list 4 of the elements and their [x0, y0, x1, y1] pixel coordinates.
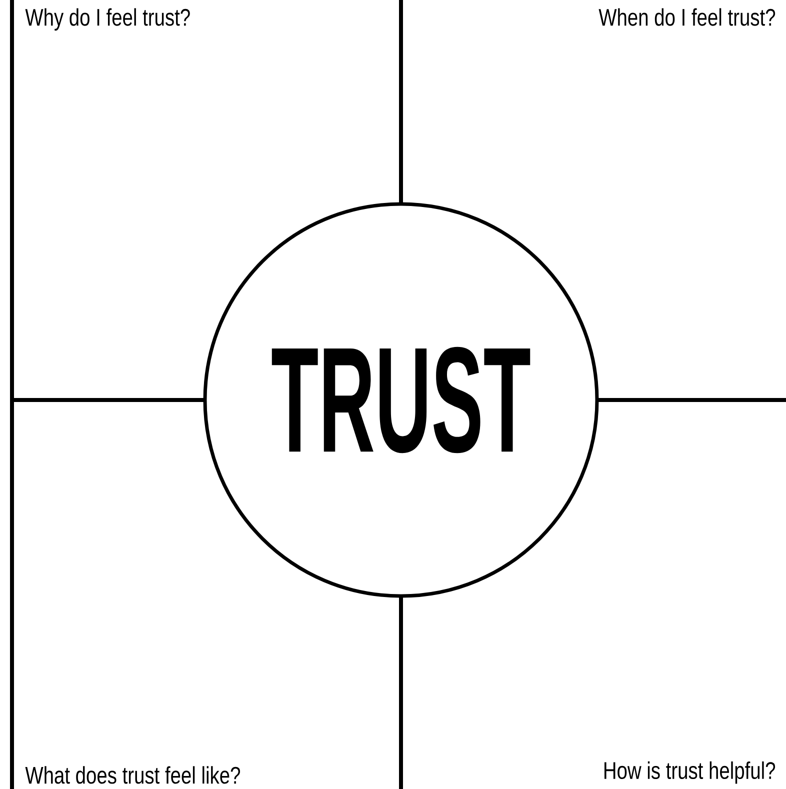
question-label: How is trust helpful?	[604, 761, 776, 784]
question-label: What does trust feel like?	[25, 766, 240, 784]
question-label: When do I feel trust?	[598, 8, 776, 26]
question-label: Why do I feel trust?	[25, 8, 190, 31]
